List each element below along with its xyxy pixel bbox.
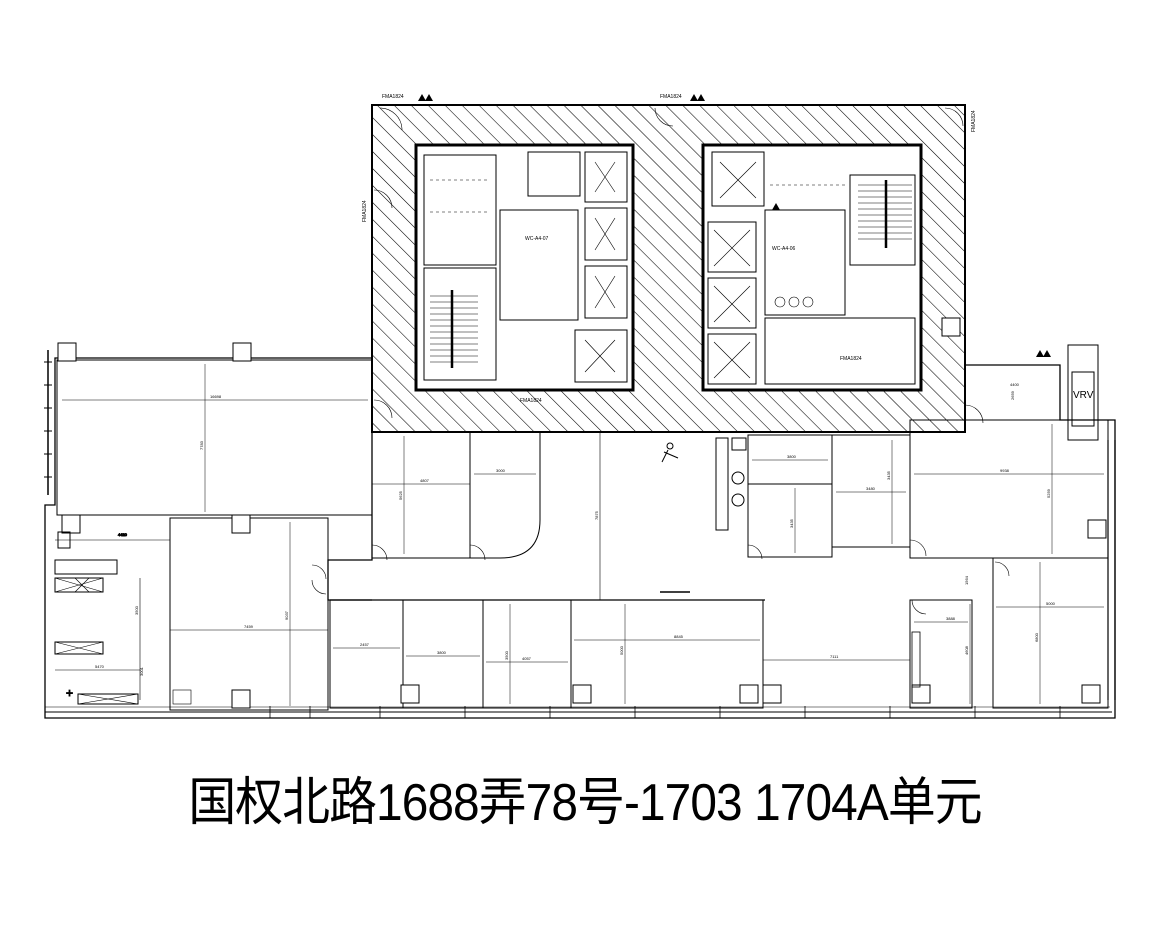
dimension-label: 7111 <box>830 654 839 659</box>
dimension-label: 3000 <box>496 468 506 473</box>
fma-label: FMA1824 <box>840 356 862 362</box>
entry-symbol-icon <box>661 442 679 463</box>
dimension-label: 7783 <box>199 440 204 450</box>
dimension-label: 5000 <box>619 645 624 655</box>
east-rooms <box>715 317 1116 709</box>
wc-label: WC-A4-07 <box>525 236 549 242</box>
dimension-label: 5470 <box>95 664 105 669</box>
warning-marks <box>418 94 1051 357</box>
dimension-label: 7459 <box>244 624 254 629</box>
dimension-label: 5625 <box>398 490 403 500</box>
south-rooms <box>329 599 931 709</box>
dimension-label: 5000 <box>1046 601 1056 606</box>
floor-plan: FMA1824 FMA1824 FMA1824 FMA1824 FMA1824 … <box>44 94 1116 719</box>
dimension-label: 5259 <box>1046 488 1051 498</box>
dimension-label: 3888 <box>946 616 956 621</box>
dimension-label: 3435 <box>886 470 891 480</box>
dimension-label: 3480 <box>866 486 876 491</box>
north-offices <box>371 431 690 600</box>
west-hall <box>44 342 373 534</box>
fma-label: FMA1824 <box>520 398 542 404</box>
left-service-core <box>414 143 635 392</box>
dimension-label: 3800 <box>787 454 797 459</box>
fma-label: FMA1824 <box>382 94 404 100</box>
dimension-label: 3001 <box>139 666 144 676</box>
fma-label: FMA1824 <box>362 200 368 222</box>
dimension-label: 7875 <box>594 510 599 520</box>
dimension-label: 1564 <box>964 575 969 585</box>
fma-label: FMA1824 <box>971 110 977 132</box>
dimension-label: 3435 <box>789 518 794 528</box>
dimension-label: 2457 <box>360 642 370 647</box>
dimension-label: 4807 <box>420 478 430 483</box>
right-service-core <box>701 143 923 392</box>
dimension-label: 4057 <box>522 656 532 661</box>
dimension-label: 4400 <box>1010 382 1020 387</box>
dimension-label: 9938 <box>1000 468 1010 473</box>
page-title: 国权北路1688弄78号-1703 1704A单元 <box>188 774 982 832</box>
window-mullions <box>269 706 1061 718</box>
southwest-rooms: 4420 + <box>54 531 170 705</box>
fma-label: FMA1824 <box>660 94 682 100</box>
core-annotations: FMA1824 FMA1824 FMA1824 FMA1824 FMA1824 … <box>362 94 977 404</box>
wc-label: WC-A4-06 <box>772 246 796 252</box>
vrv-label: VRV <box>1073 390 1094 401</box>
dimension-label: 8845 <box>674 634 684 639</box>
door-swings <box>311 107 1010 615</box>
svg-text:4420: 4420 <box>118 532 128 537</box>
dimension-label: 9037 <box>284 610 289 620</box>
dimension-label: 4608 <box>964 645 969 655</box>
dimension-label: 3500 <box>504 650 509 660</box>
mid-room <box>169 514 329 711</box>
dimension-label: 3800 <box>437 650 447 655</box>
dimension-label: 2659 <box>1010 390 1015 400</box>
right-core-stairs <box>713 161 912 379</box>
svg-text:+: + <box>66 686 73 700</box>
dimension-label: 16698 <box>210 394 222 399</box>
left-core-stairs <box>430 161 616 373</box>
dimension-label: 3500 <box>134 605 139 615</box>
dimension-label: 6800 <box>1034 632 1039 642</box>
